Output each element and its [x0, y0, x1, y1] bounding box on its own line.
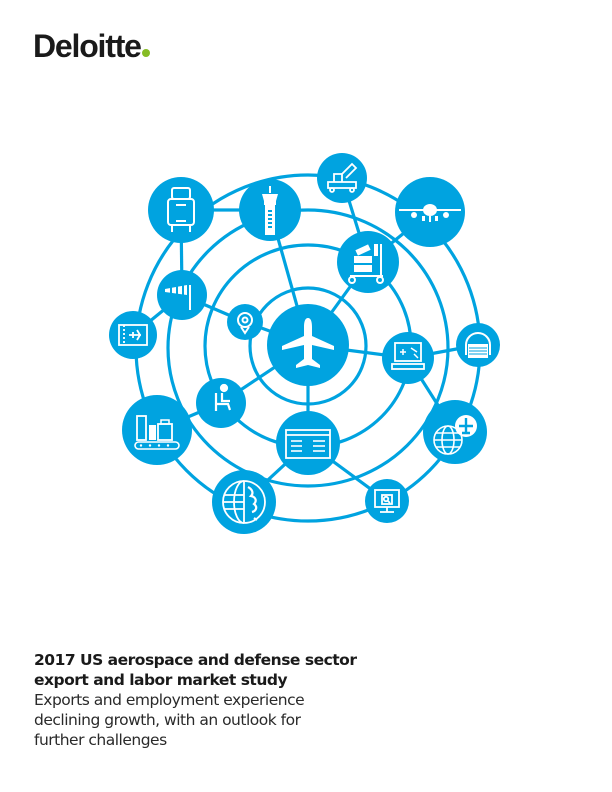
logo-green-dot	[141, 49, 150, 57]
jet-front-node	[395, 177, 465, 247]
brand-name: Deloitte	[33, 28, 142, 64]
globe-airplane-icon	[433, 415, 477, 455]
airplane-icon	[282, 318, 334, 368]
rolling-luggage-node	[148, 177, 214, 243]
boarding-pass-icon	[118, 324, 148, 346]
control-tower-icon	[262, 186, 278, 235]
luggage-cart-node	[337, 231, 399, 293]
report-title-line-2: export and labor market study	[34, 671, 288, 689]
monitor-search-icon	[374, 489, 400, 513]
baggage-conveyor-icon	[134, 415, 180, 450]
globe-node	[212, 470, 276, 534]
globe-airplane-node	[423, 400, 487, 464]
report-subtitle-line-1: Exports and employment experience	[34, 691, 305, 709]
jet-front-view-icon	[399, 204, 461, 222]
center-airplane-node	[267, 304, 349, 386]
monitor-search-node	[365, 479, 409, 523]
boarding-pass-node	[109, 311, 157, 359]
passenger-seat-node	[196, 378, 246, 428]
rolling-luggage-icon	[167, 187, 195, 232]
deloitte-logo: Deloitte	[33, 30, 150, 62]
location-pin-icon	[237, 312, 253, 335]
hangar-node	[456, 323, 500, 367]
report-title: 2017 US aerospace and defense sector exp…	[34, 650, 454, 690]
report-subtitle: Exports and employment experience declin…	[34, 690, 454, 750]
cover-title-block: 2017 US aerospace and defense sector exp…	[34, 650, 454, 750]
location-pin-node	[227, 304, 263, 340]
departures-board-icon	[285, 429, 331, 459]
report-title-line-1: 2017 US aerospace and defense sector	[34, 651, 357, 669]
baggage-conveyor-node	[122, 395, 192, 465]
windsock-icon	[165, 284, 191, 310]
windsock-node	[157, 270, 207, 320]
report-subtitle-line-3: further challenges	[34, 731, 167, 749]
hangar-icon	[465, 332, 491, 358]
departures-board-node	[276, 411, 340, 475]
radar-computer-node	[382, 332, 434, 384]
radar-computer-icon	[391, 342, 425, 370]
report-subtitle-line-2: declining growth, with an outlook for	[34, 711, 301, 729]
luggage-cart-icon	[348, 244, 384, 284]
control-tower-node	[239, 179, 301, 241]
boarding-stairs-truck-icon	[327, 162, 358, 193]
passenger-seat-icon	[214, 383, 232, 411]
boarding-stairs-node	[317, 153, 367, 203]
globe-icon	[222, 480, 266, 524]
